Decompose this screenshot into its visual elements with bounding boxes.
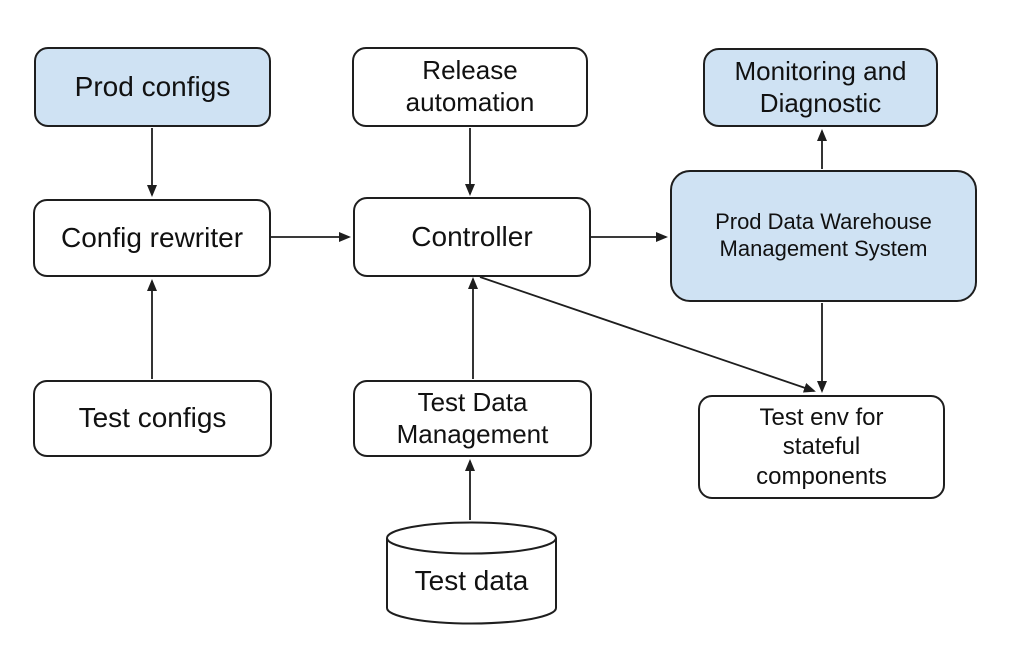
node-test-configs-label: Test configs [78,402,227,434]
node-test-data-management-label: Test Data Management [396,386,549,449]
node-prod-data-warehouse-label: Prod Data Warehouse Management System [715,209,932,261]
node-test-data-management[interactable]: Test Data Management [353,380,592,457]
node-test-data[interactable]: Test data [386,521,557,625]
node-test-env-label: Test env for stateful components [756,404,887,490]
node-release-automation[interactable]: Release automation [352,47,588,127]
node-test-env-for-stateful-components[interactable]: Test env for stateful components [698,395,945,499]
node-controller-label: Controller [411,220,533,252]
node-prod-configs-label: Prod configs [74,70,231,102]
database-cylinder-icon [386,521,557,625]
node-prod-configs[interactable]: Prod configs [34,47,271,127]
node-prod-data-warehouse-management-system[interactable]: Prod Data Warehouse Management System [670,170,977,302]
node-test-data-label: Test data [414,564,529,596]
node-config-rewriter[interactable]: Config rewriter [33,199,271,277]
node-config-rewriter-label: Config rewriter [60,221,244,253]
edge-controller-to-test-env [479,276,816,393]
node-monitoring-and-diagnostic[interactable]: Monitoring and Diagnostic [703,48,938,127]
node-controller[interactable]: Controller [353,197,591,277]
node-release-automation-label: Release automation [405,55,535,117]
node-test-configs[interactable]: Test configs [33,380,272,457]
node-monitoring-and-diagnostic-label: Monitoring and Diagnostic [734,55,907,118]
